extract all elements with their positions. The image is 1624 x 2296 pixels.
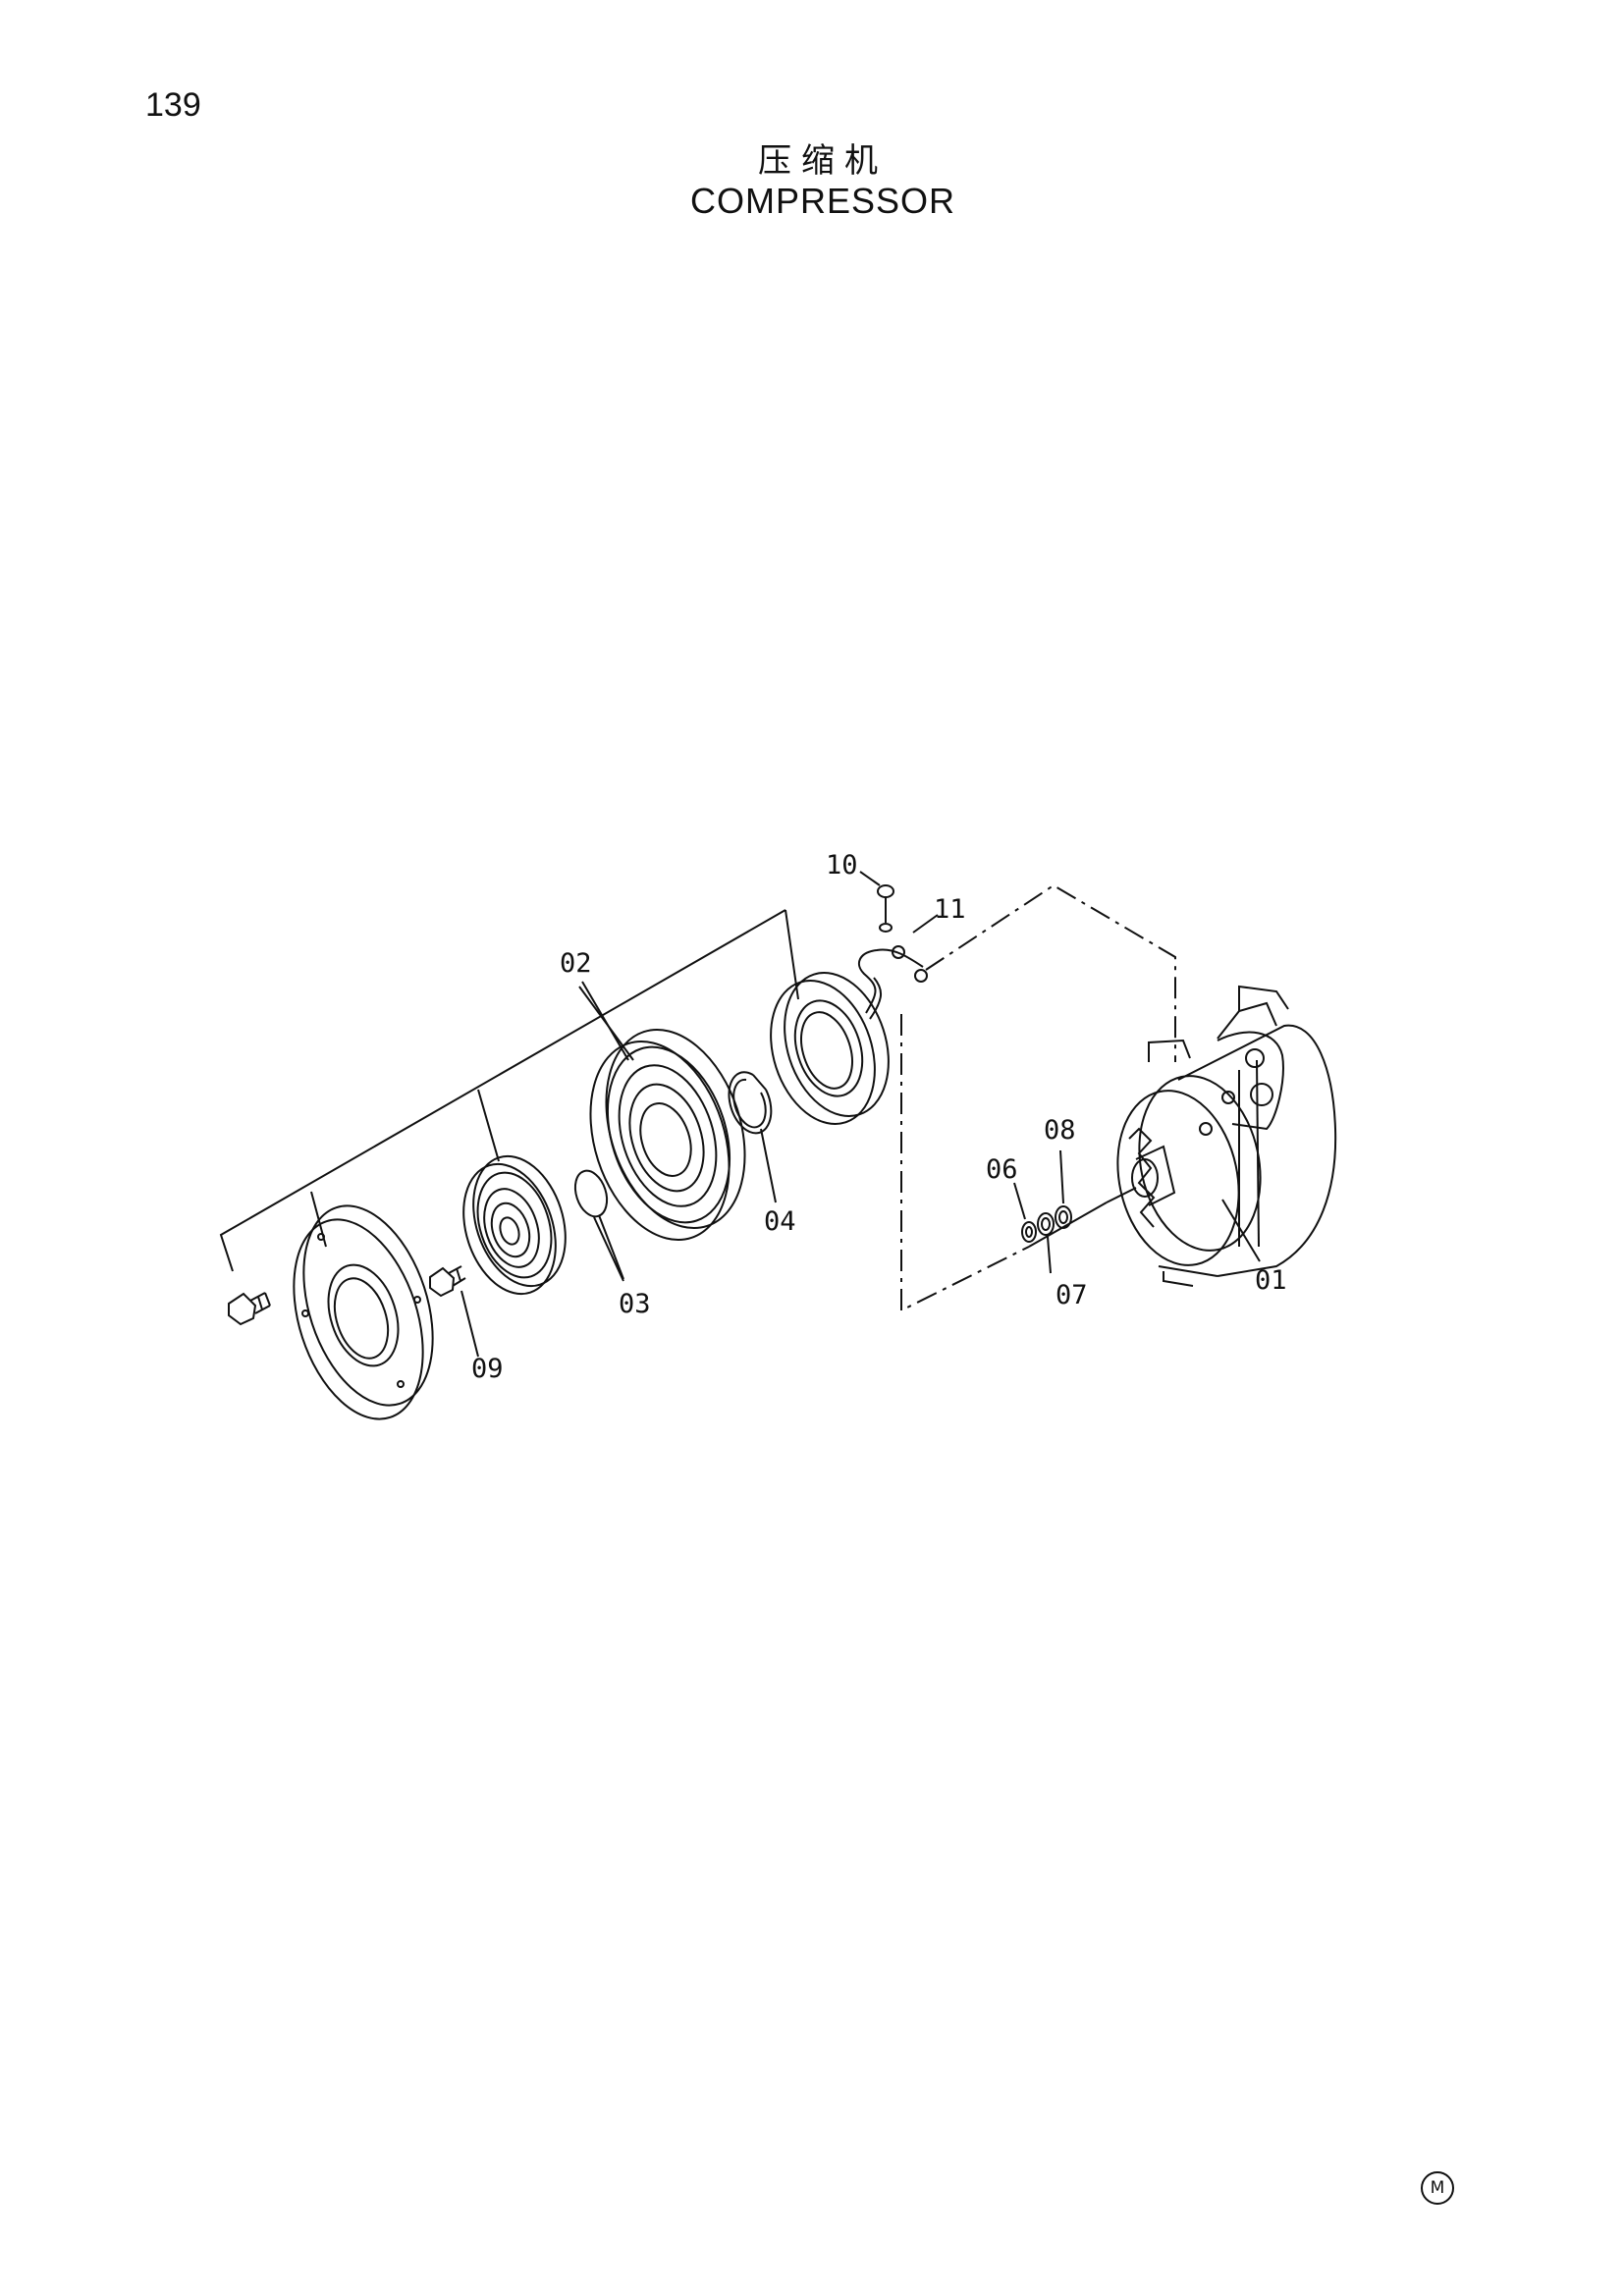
bolt-left — [228, 1292, 271, 1326]
callout-02: 02 — [560, 948, 592, 979]
field-coil — [770, 914, 939, 1125]
shaft-shims — [1013, 1149, 1072, 1274]
cover-plate — [293, 1204, 434, 1420]
callout-06: 06 — [986, 1154, 1018, 1185]
armature-hub — [462, 1154, 567, 1296]
compressor-body — [1106, 985, 1337, 1287]
alignment-dash-lines — [900, 883, 1176, 1312]
callout-07: 07 — [1056, 1280, 1088, 1310]
shim-03 — [573, 1169, 609, 1218]
callout-09: 09 — [471, 1354, 504, 1384]
page-number: 139 — [145, 86, 201, 124]
callout-03: 03 — [619, 1289, 651, 1319]
callout-01: 01 — [1255, 1265, 1287, 1296]
callout-leader-lines — [581, 981, 629, 1282]
title-english: COMPRESSOR — [689, 181, 956, 221]
bolt-09 — [429, 1265, 479, 1358]
publisher-mark: M — [1421, 2171, 1454, 2205]
title-chinese: 压缩机 — [758, 141, 888, 181]
callout-10: 10 — [826, 850, 858, 881]
screw-10 — [859, 871, 894, 933]
rotor-pulley — [578, 986, 746, 1241]
callout-11: 11 — [934, 894, 966, 925]
callout-04: 04 — [764, 1206, 796, 1237]
callout-08: 08 — [1044, 1115, 1076, 1146]
snap-ring — [728, 1071, 777, 1203]
